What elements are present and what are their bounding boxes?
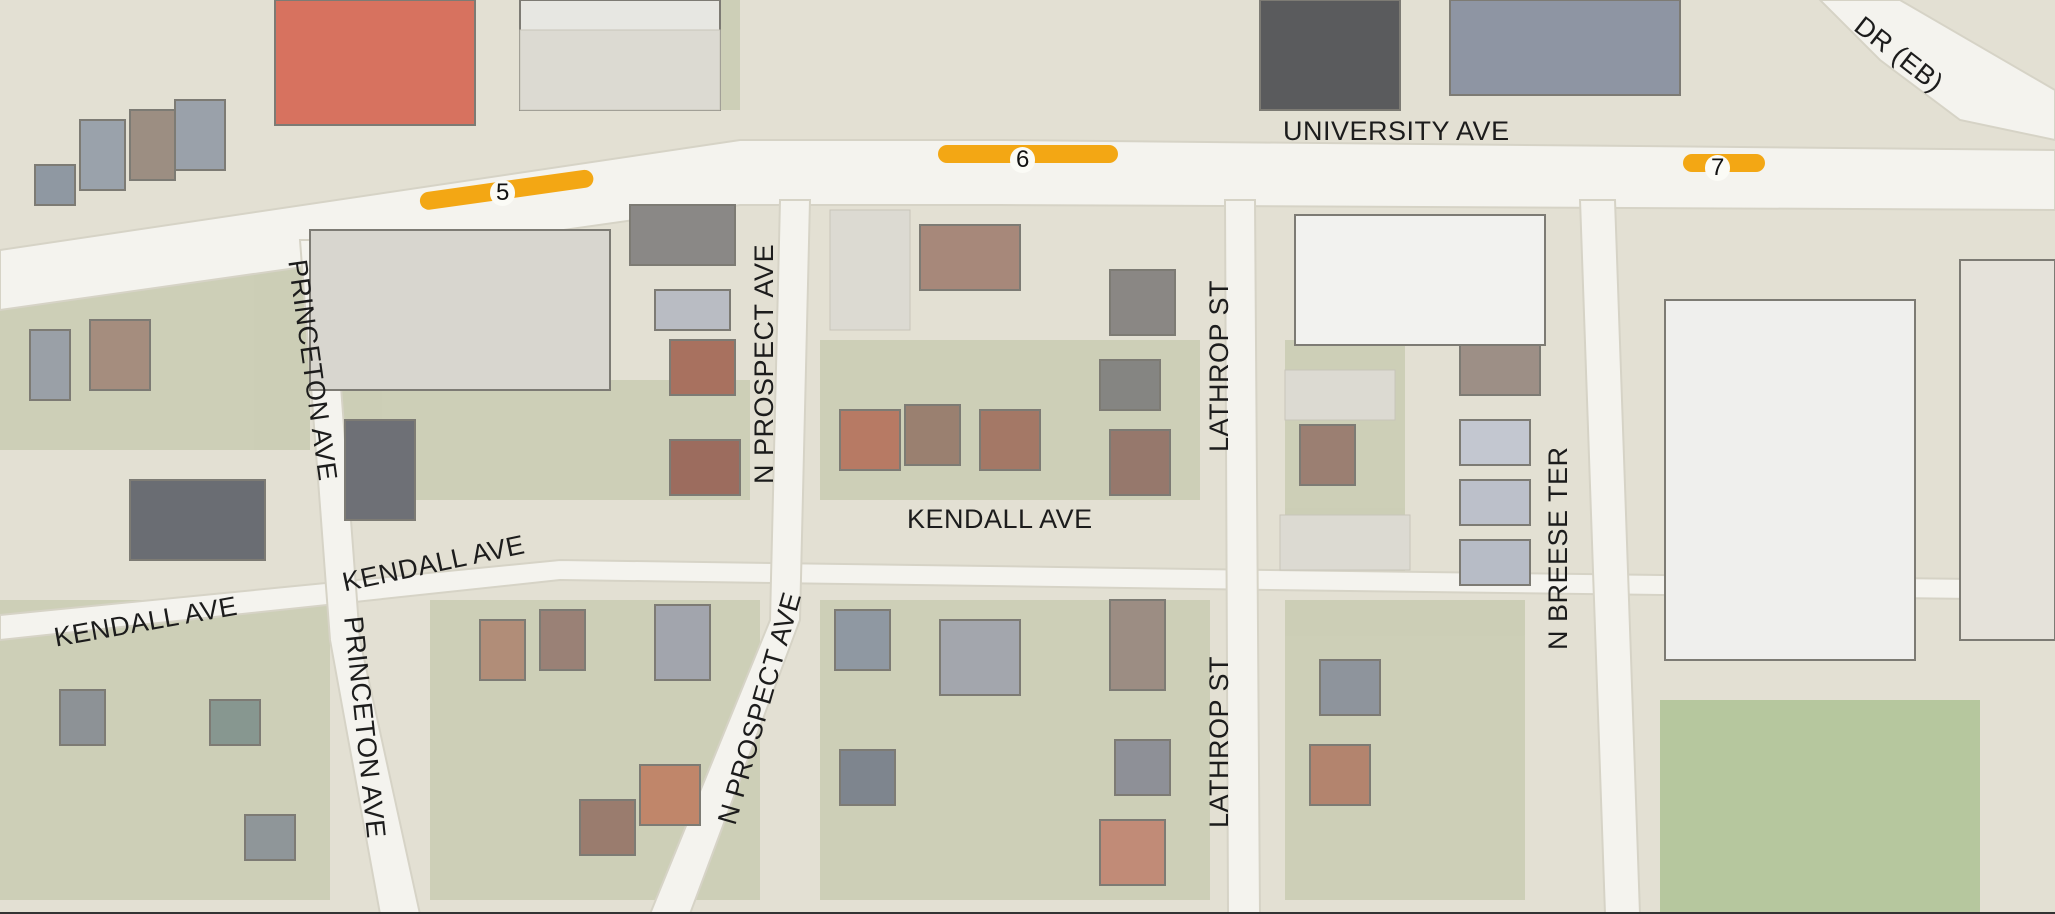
n-breese-ter-road bbox=[1578, 199, 1642, 914]
segment-label-6: 6 bbox=[1010, 147, 1036, 173]
street-label-lathrop-st-south: LATHROP ST bbox=[1204, 655, 1234, 828]
segment-label-7: 7 bbox=[1705, 155, 1731, 181]
street-label-university-ave: UNIVERSITY AVE bbox=[1283, 116, 1510, 146]
street-label-n-breese-ter: N BREESE TER bbox=[1543, 446, 1573, 650]
buildings bbox=[29, 0, 2055, 886]
street-label-n-prospect-ave-north: N PROSPECT AVE bbox=[749, 243, 779, 484]
segment-label-5: 5 bbox=[490, 180, 516, 206]
athletic-field bbox=[1660, 700, 1980, 914]
building-red-roof bbox=[274, 0, 476, 126]
building-large-left bbox=[309, 229, 611, 391]
n-prospect-ave-road bbox=[648, 199, 812, 914]
map-bottom-border bbox=[0, 912, 2055, 914]
street-label-lathrop-st-north: LATHROP ST bbox=[1204, 279, 1234, 452]
parking-lots bbox=[519, 29, 1411, 571]
street-label-kendall-ave-center: KENDALL AVE bbox=[907, 504, 1093, 534]
building-center-right bbox=[1294, 214, 1546, 346]
building-arena bbox=[1664, 299, 1916, 661]
lathrop-st-road bbox=[1223, 199, 1262, 914]
dr-eb-road bbox=[1818, 0, 2055, 142]
